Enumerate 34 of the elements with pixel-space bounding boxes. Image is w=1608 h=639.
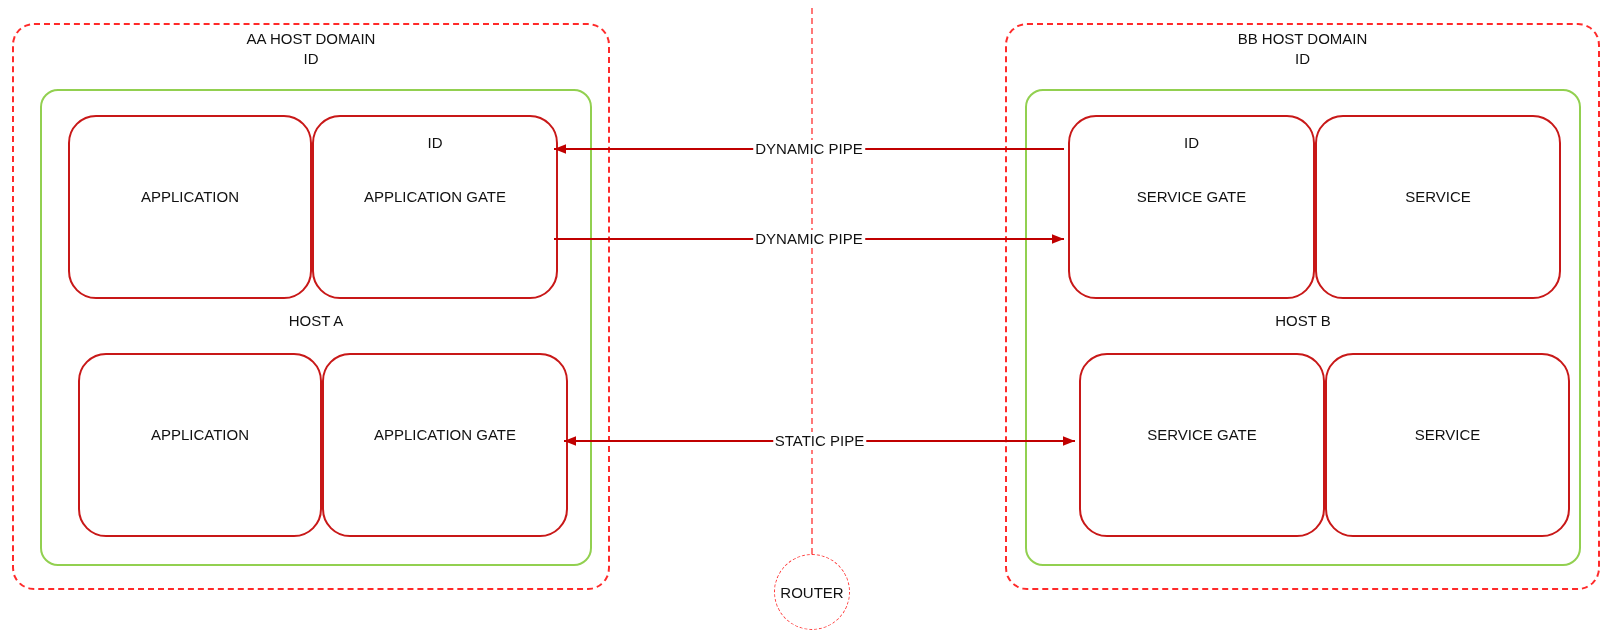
component-box bbox=[78, 353, 322, 537]
host-label: HOST B bbox=[1275, 312, 1331, 330]
dashed-line bbox=[811, 7, 813, 555]
component-box bbox=[312, 115, 558, 299]
component-box bbox=[68, 115, 312, 299]
host-box bbox=[40, 89, 592, 566]
domain-title: BB HOST DOMAIN bbox=[1237, 30, 1368, 48]
component-box bbox=[322, 353, 568, 537]
component-label: APPLICATION GATE bbox=[364, 188, 506, 206]
arrow bbox=[553, 144, 1065, 154]
id-label: ID bbox=[1184, 134, 1199, 152]
component-label: APPLICATION bbox=[140, 188, 240, 206]
component-label: APPLICATION GATE bbox=[374, 426, 516, 444]
component-box bbox=[1079, 353, 1325, 537]
id-label: ID bbox=[303, 50, 319, 68]
domain-boundary bbox=[1005, 23, 1600, 590]
id-label: ID bbox=[427, 134, 443, 152]
arrow bbox=[563, 436, 1076, 446]
component-label: SERVICE bbox=[1405, 188, 1471, 206]
component-box bbox=[1315, 115, 1561, 299]
component-box bbox=[1068, 115, 1315, 299]
component-box bbox=[1325, 353, 1570, 537]
component-label: APPLICATION bbox=[150, 426, 250, 444]
arrow bbox=[553, 234, 1065, 244]
component-label: SERVICE GATE bbox=[1136, 188, 1247, 206]
domain-boundary bbox=[12, 23, 610, 590]
id-label: ID bbox=[1295, 50, 1310, 68]
router-label: ROUTER bbox=[780, 584, 844, 602]
component-label: SERVICE bbox=[1414, 426, 1481, 444]
host-box bbox=[1025, 89, 1581, 566]
domain-title: AA HOST DOMAIN bbox=[246, 30, 376, 48]
edge-label: STATIC PIPE bbox=[772, 432, 867, 450]
host-label: HOST A bbox=[288, 312, 344, 330]
component-label: SERVICE GATE bbox=[1147, 426, 1257, 444]
